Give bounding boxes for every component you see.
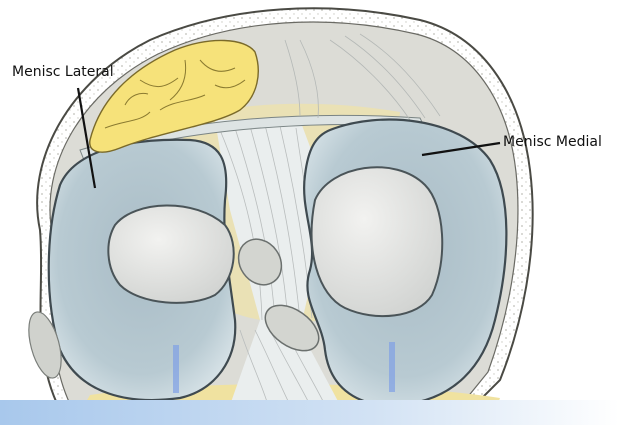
lateral-tibial-cartilage [108,205,233,302]
highlight-right [389,342,395,392]
label-medial-meniscus: Menisc Medial [503,134,602,150]
floor-band [0,400,619,425]
medial-tibial-cartilage [312,167,443,316]
label-lateral-meniscus: Menisc Lateral [12,64,114,80]
highlight-left [173,345,179,393]
